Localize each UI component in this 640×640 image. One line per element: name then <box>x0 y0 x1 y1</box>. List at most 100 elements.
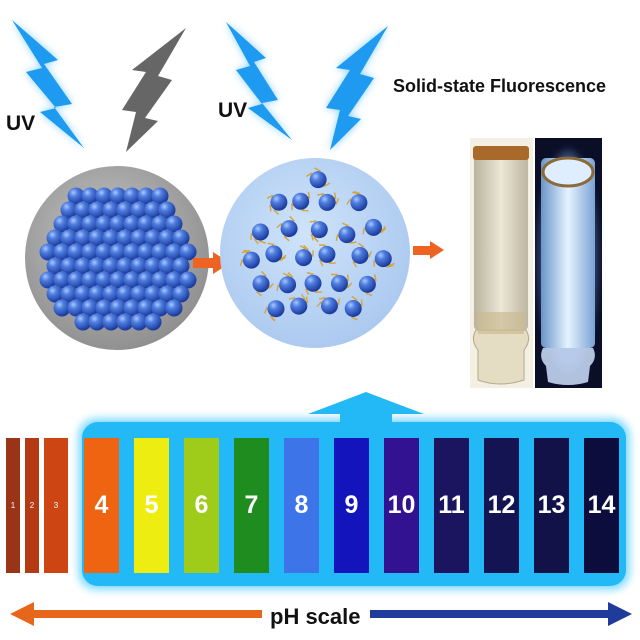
ph-cell-8: 8 <box>284 438 319 573</box>
nanoparticle-sphere <box>67 299 85 317</box>
nanoparticle-sphere <box>102 313 120 331</box>
nanoparticle-sphere <box>74 229 92 247</box>
nanoparticle-sphere <box>67 271 85 289</box>
nanoparticle-sphere <box>137 187 155 205</box>
nanoparticle-sphere <box>304 274 322 292</box>
ph-cell-2: 2 <box>25 438 39 573</box>
uv-label-middle: UV <box>218 99 248 122</box>
nanoparticle-sphere <box>123 243 141 261</box>
uv-bolt-icon-left <box>12 20 84 148</box>
nanoparticle-sphere <box>95 299 113 317</box>
ph-cell-5: 5 <box>134 438 169 573</box>
nanoparticle-sphere <box>116 285 134 303</box>
nanoparticle-sphere <box>39 271 57 289</box>
nanoparticle-sphere <box>81 243 99 261</box>
nanoparticle-sphere <box>109 271 127 289</box>
emission-bolt-icon <box>326 26 388 150</box>
nanoparticle-sphere <box>60 285 78 303</box>
nanoparticle-sphere <box>351 246 369 264</box>
nanoparticle-sphere <box>109 215 127 233</box>
vial-photo-uv <box>535 138 602 388</box>
nanoparticle-sphere <box>81 215 99 233</box>
nanoparticle-sphere <box>165 271 183 289</box>
uv-label-left: UV <box>6 112 36 135</box>
nanoparticle-sphere <box>109 243 127 261</box>
nanoparticle-sphere <box>109 299 127 317</box>
nanoparticle-sphere <box>179 243 197 261</box>
particle-cluster <box>39 187 197 331</box>
nanoparticle-sphere <box>130 285 148 303</box>
nanoparticle-sphere <box>158 201 176 219</box>
nanoparticle-sphere <box>179 271 197 289</box>
nanoparticle-sphere <box>123 271 141 289</box>
nanoparticle-sphere <box>172 229 190 247</box>
nanoparticle-sphere <box>330 275 348 293</box>
ph-cell-14: 14 <box>584 438 619 573</box>
ph-cell-12: 12 <box>484 438 519 573</box>
nanoparticle-sphere <box>109 187 127 205</box>
nanoparticle-sphere <box>95 243 113 261</box>
nanoparticle-sphere <box>290 297 308 315</box>
nanoparticle-sphere <box>242 251 260 269</box>
ph-cell-6: 6 <box>184 438 219 573</box>
nanoparticle-sphere <box>39 243 57 261</box>
aggregated-state-illustration <box>25 166 209 350</box>
nanoparticle-sphere <box>130 313 148 331</box>
nanoparticle-sphere <box>295 249 313 267</box>
ph-scale-label: pH scale <box>270 604 361 629</box>
nanoparticle-sphere <box>292 192 310 210</box>
nanoparticle-sphere <box>74 201 92 219</box>
nanoparticle-sphere <box>338 226 356 244</box>
nanoparticle-sphere <box>88 257 106 275</box>
vial-photo-daylight <box>470 138 533 388</box>
nanoparticle-sphere <box>151 187 169 205</box>
nanoparticle-sphere <box>251 223 269 241</box>
nanoparticle-sphere <box>95 271 113 289</box>
nanoparticle-sphere <box>116 201 134 219</box>
nanoparticle-sphere <box>53 215 71 233</box>
ph-value: 12 <box>487 491 516 519</box>
nanoparticle-sphere <box>74 313 92 331</box>
ph-value: 2 <box>29 501 35 510</box>
nanoparticle-sphere <box>74 257 92 275</box>
ph-value: 13 <box>537 491 566 519</box>
ph-cell-13: 13 <box>534 438 569 573</box>
nanoparticle-sphere <box>309 171 327 189</box>
nanoparticle-sphere <box>374 250 392 268</box>
ph-value: 11 <box>438 491 465 519</box>
nanoparticle-sphere <box>165 215 183 233</box>
ph-cell-11: 11 <box>434 438 469 573</box>
ph-cell-10: 10 <box>384 438 419 573</box>
nanoparticle-sphere <box>60 201 78 219</box>
nanoparticle-sphere <box>74 285 92 303</box>
nanoparticle-sphere <box>102 229 120 247</box>
nanoparticle-sphere <box>88 313 106 331</box>
nanoparticle-sphere <box>81 271 99 289</box>
nanoparticle-sphere <box>172 285 190 303</box>
nanoparticle-sphere <box>53 271 71 289</box>
nanoparticle-sphere <box>88 285 106 303</box>
nanoparticle-sphere <box>151 215 169 233</box>
nanoparticle-sphere <box>130 201 148 219</box>
ph-cell-7: 7 <box>234 438 269 573</box>
nanoparticle-sphere <box>46 229 64 247</box>
nanoparticle-sphere <box>102 257 120 275</box>
ph-value: 3 <box>53 501 59 510</box>
nanoparticle-sphere <box>151 271 169 289</box>
ph-value: 7 <box>244 491 259 519</box>
process-arrow-2 <box>413 241 444 259</box>
basic-direction-arrow <box>370 602 632 626</box>
nanoparticle-sphere <box>267 300 285 318</box>
dispersed-state-illustration <box>220 158 410 348</box>
nanoparticle-sphere <box>320 297 338 315</box>
nanoparticle-sphere <box>144 313 162 331</box>
nanoparticle-sphere <box>318 193 336 211</box>
ph-cell-3: 3 <box>44 438 68 573</box>
nanoparticle-sphere <box>318 245 336 263</box>
quenched-bolt-icon <box>122 28 186 152</box>
nanoparticle-sphere <box>67 215 85 233</box>
nanoparticle-sphere <box>130 257 148 275</box>
ph-cell-9: 9 <box>334 438 369 573</box>
nanoparticle-sphere <box>358 275 376 293</box>
nanoparticle-sphere <box>123 215 141 233</box>
